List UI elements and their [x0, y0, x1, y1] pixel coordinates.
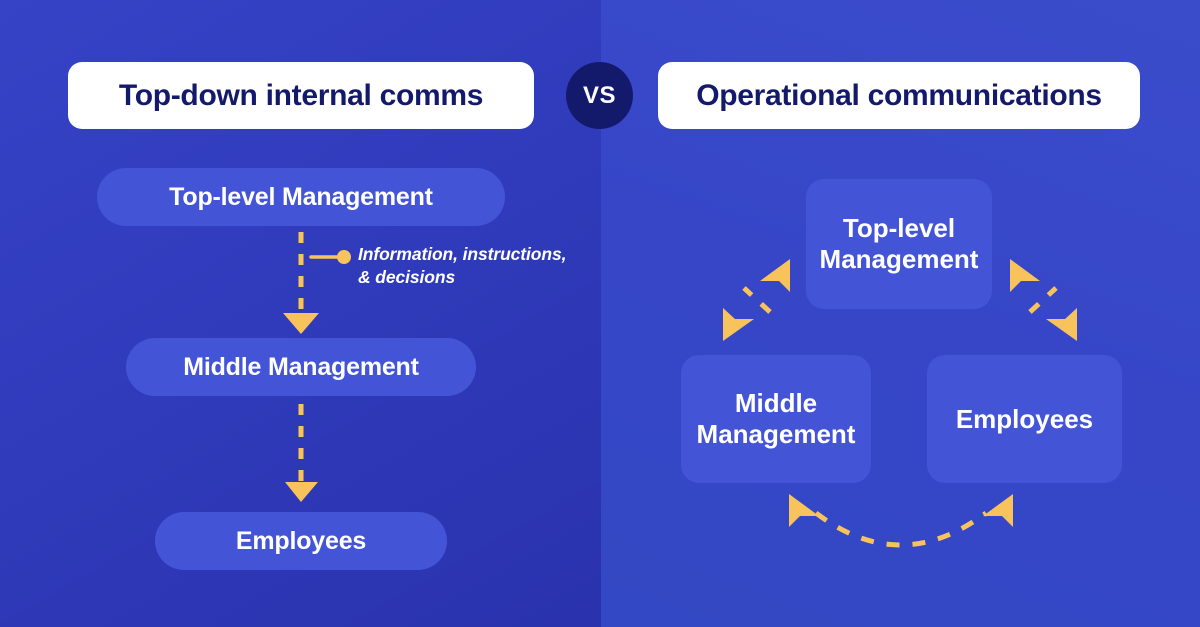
- right-panel-title: Operational communications: [696, 78, 1102, 112]
- node-label-line2: Management: [819, 244, 979, 274]
- right-node-middle-management: Middle Management: [681, 355, 871, 483]
- annotation-line1: Information, instructions,: [358, 244, 567, 264]
- left-panel-title: Top-down internal comms: [118, 78, 484, 112]
- node-label: Employees: [955, 403, 1094, 434]
- left-panel-title-card: Top-down internal comms: [68, 62, 534, 129]
- node-label-line1: Middle: [734, 388, 818, 419]
- node-label: Middle Management: [697, 388, 856, 449]
- left-node-top-level-management: Top-level Management: [97, 168, 505, 226]
- node-label-line1: Top-level: [842, 213, 956, 244]
- node-label: Top-level Management: [820, 213, 979, 274]
- node-label: Middle Management: [183, 352, 419, 381]
- node-label: Top-level Management: [169, 182, 433, 211]
- vs-badge: VS: [566, 62, 633, 129]
- right-node-top-level-management: Top-level Management: [806, 179, 992, 309]
- right-node-employees: Employees: [927, 355, 1122, 483]
- left-node-employees: Employees: [155, 512, 447, 570]
- right-panel-title-card: Operational communications: [658, 62, 1140, 129]
- left-node-middle-management: Middle Management: [126, 338, 476, 396]
- annotation-line2: & decisions: [358, 267, 456, 288]
- node-label-line2: Management: [696, 419, 856, 449]
- vs-label: VS: [582, 81, 616, 109]
- annotation-text: Information, instructions, & decisions: [358, 243, 608, 289]
- node-label: Employees: [235, 526, 367, 555]
